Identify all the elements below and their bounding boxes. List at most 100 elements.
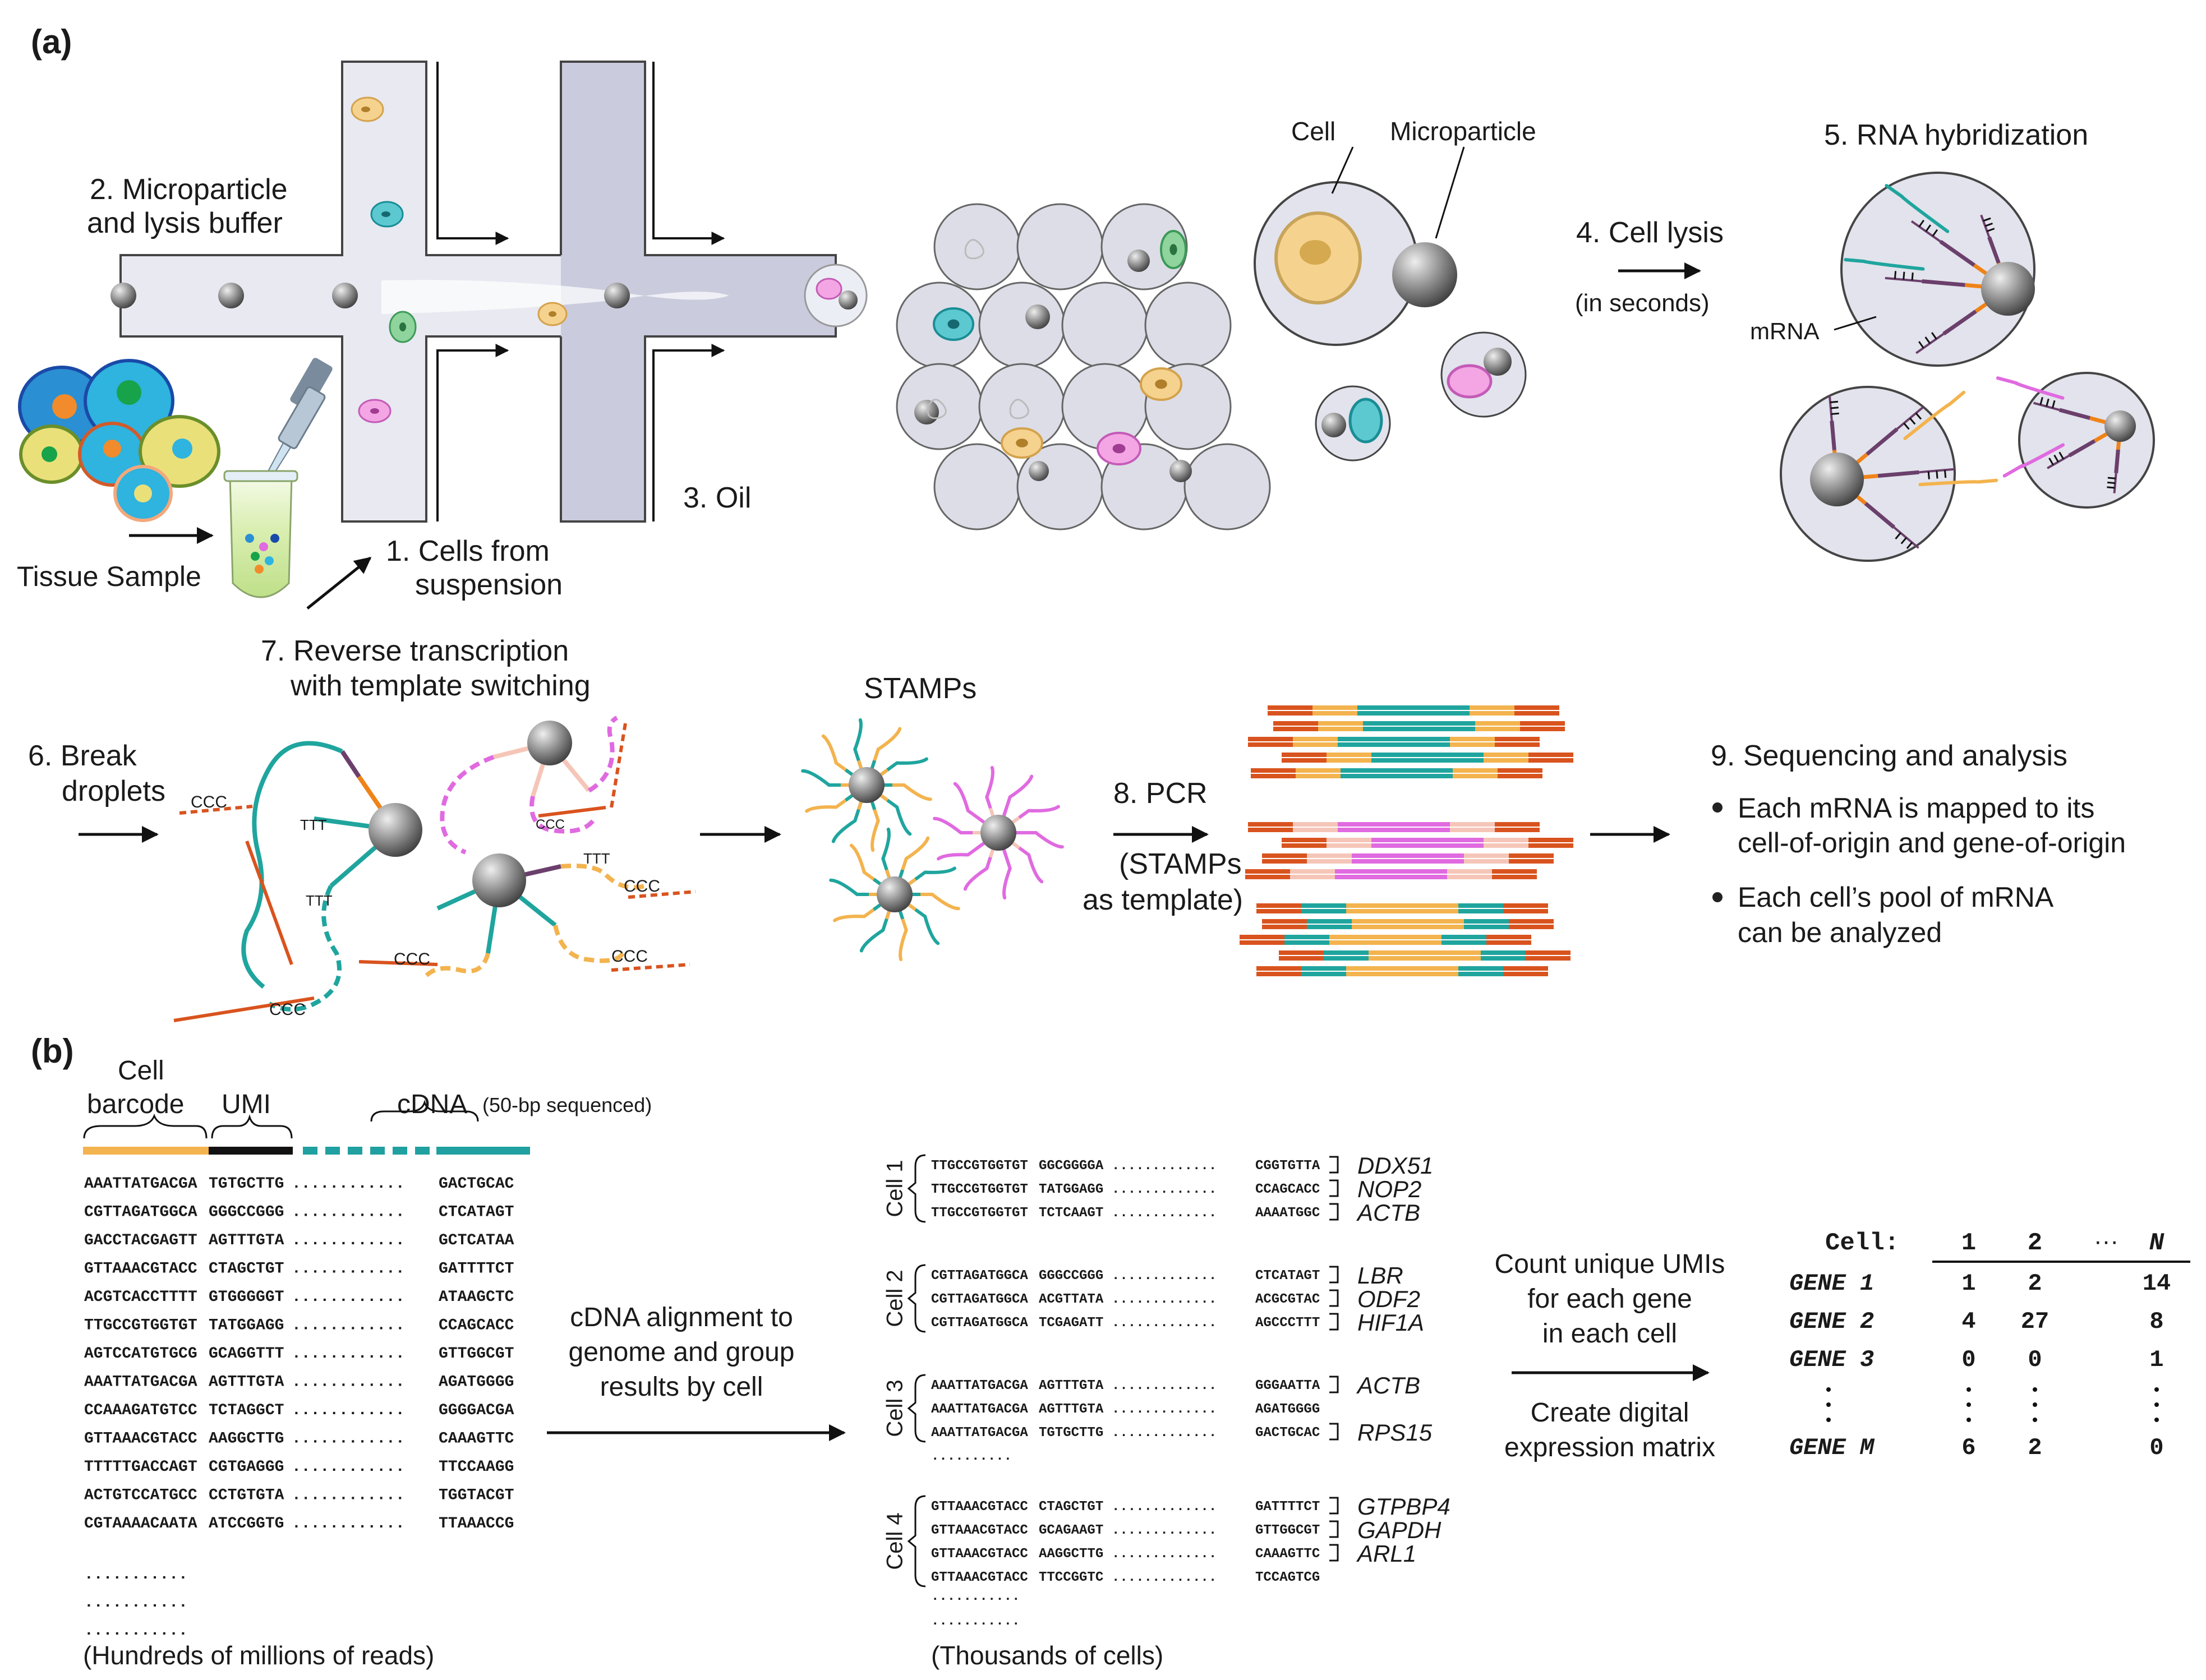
oligo-t [1984, 222, 1993, 227]
cell-read-umi: CTAGCTGT [1039, 1499, 1103, 1515]
ellipsis-dot [1966, 1387, 1971, 1392]
read-cdna: GGGGACGA [439, 1402, 514, 1419]
cell-label: Cell 4 [883, 1512, 908, 1570]
droplet [2018, 372, 2155, 509]
align-line3: results by cell [600, 1372, 763, 1402]
droplet [933, 203, 1021, 290]
oligo-t [1903, 422, 1910, 430]
cell-read-gap: ............. [1112, 1425, 1217, 1441]
bullet1-line1: Each mRNA is mapped to its [1738, 792, 2094, 824]
cell-brace [907, 1264, 926, 1333]
oligo-t [1932, 229, 1938, 237]
oligo-t [1909, 417, 1916, 425]
cell-read-cdna: GATTTTCT [1255, 1499, 1320, 1515]
oligo-t [1900, 537, 1907, 544]
read-gap: ............ [292, 1204, 405, 1221]
header-cell-line2: barcode [87, 1090, 184, 1119]
cell-read-cdna: GGGAATTA [1255, 1378, 1320, 1393]
mrna-label: mRNA [1750, 318, 1820, 344]
droplet [1840, 172, 2035, 367]
cell-read-gap: ............. [1112, 1570, 1217, 1585]
cell-read-barcode: CGTTAGATGGCA [931, 1268, 1028, 1284]
count-line1: Count unique UMIs [1495, 1249, 1725, 1279]
read-cdna: GTTGGCGT [439, 1345, 514, 1363]
cell-read-umi: AAGGCTTG [1039, 1547, 1103, 1562]
cell-read-cdna: AGATGGGG [1255, 1402, 1320, 1417]
read-umi: CGTGAGGG [209, 1459, 284, 1476]
cdna-strand [560, 864, 646, 890]
stamp-arm [865, 727, 902, 787]
cell-read-barcode: CGTTAGATGGCA [931, 1316, 1028, 1331]
read-gap: ............ [292, 1232, 405, 1249]
cells-caption: (Thousands of cells) [931, 1641, 1163, 1670]
cdna-strand [529, 796, 597, 834]
ccc-label: CCC [611, 947, 648, 966]
header-cdna: cDNA [397, 1090, 467, 1119]
cell-read-barcode: GTTAAACGTACC [931, 1547, 1028, 1562]
step4-label-line1: 4. Cell lysis [1576, 216, 1724, 249]
bead [1810, 453, 1864, 506]
cell-icon [537, 302, 568, 326]
read-barcode: GTTAAACGTACC [84, 1261, 197, 1278]
align-line2: genome and group [569, 1337, 795, 1367]
probe-segment [2058, 408, 2090, 420]
matrix-value: 2 [2028, 1434, 2042, 1461]
probe-segment [1885, 276, 1922, 283]
cell-read-barcode: AAATTATGACGA [931, 1378, 1028, 1393]
stamp-arm [937, 831, 1000, 861]
droplet [1780, 386, 1956, 562]
stamp-arm [953, 782, 1000, 834]
gene-bracket [1329, 1544, 1339, 1562]
read-cdna: ATAAGCTC [439, 1289, 514, 1306]
cell-read-barcode: TTGCCGTGGTGT [931, 1182, 1028, 1197]
droplet [933, 443, 1021, 530]
stamp-arm [985, 765, 1000, 834]
cell-read-umi: AGTTTGTA [1039, 1378, 1104, 1393]
read-barcode: ACGTCACCTTTT [84, 1289, 197, 1306]
ellipsis-dot [1966, 1418, 1971, 1422]
ellipsis-dot [1826, 1418, 1831, 1422]
ellipsis-dot [1826, 1402, 1831, 1407]
matrix-value: 14 [2143, 1270, 2171, 1297]
oligo-t [1831, 412, 1839, 415]
step4-label-line2: (in seconds) [1575, 289, 1710, 317]
oligo-t [1924, 336, 1931, 344]
read-gap: ............ [292, 1430, 405, 1448]
bullet2-line1: Each cell’s pool of mRNA [1738, 881, 2054, 913]
gene-bracket [1329, 1520, 1339, 1538]
cdna-strand [440, 755, 495, 855]
count-line3: in each cell [1542, 1319, 1677, 1349]
droplet [1144, 281, 1232, 369]
ellipsis-dot [2154, 1418, 2159, 1422]
bead [472, 853, 526, 907]
gene-label: DDX51 [1357, 1152, 1433, 1179]
stamp-arm [849, 843, 896, 896]
read-cdna: TGGTACGT [439, 1487, 514, 1504]
stamp-arm [963, 831, 1000, 891]
oligo-t [2053, 454, 2059, 463]
ccc-label: CCC [624, 877, 660, 896]
probe-segment [1877, 470, 1919, 478]
cell-read-cdna: ACGCGTAC [1255, 1292, 1320, 1307]
stamp-arm [997, 831, 1044, 884]
bullet2-line2: can be analyzed [1738, 917, 1942, 948]
bead [2104, 410, 2136, 442]
stamp-arm [865, 757, 928, 787]
cdna-strand [553, 925, 625, 963]
cell-read-cdna: AGCCCTTT [1255, 1316, 1320, 1331]
step1-label-line2: suspension [415, 569, 563, 601]
count-line2: for each gene [1527, 1284, 1692, 1314]
bullet1-line2: cell-of-origin and gene-of-origin [1738, 827, 2126, 859]
gene-bracket [1329, 1179, 1339, 1197]
step2-label-line1: 2. Microparticle [90, 173, 288, 206]
read-barcode: AGTCCATGTGCG [84, 1345, 197, 1363]
stamps-label: STAMPs [864, 672, 977, 705]
ellipsis-dot [1826, 1387, 1831, 1392]
